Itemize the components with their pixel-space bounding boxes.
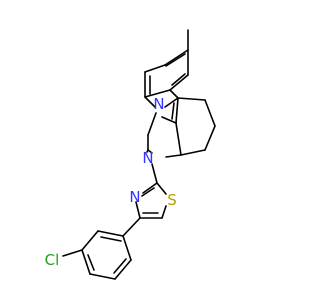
- bond: [165, 154, 182, 158]
- bond: [164, 49, 189, 66]
- bond: [175, 122, 182, 156]
- atom-label-n-indole: N: [153, 95, 164, 113]
- bond: [62, 249, 83, 257]
- bond: [164, 97, 179, 108]
- bond: [122, 217, 141, 237]
- bond-double-inner: [171, 73, 186, 86]
- bond: [135, 201, 141, 219]
- bond: [142, 182, 158, 194]
- bond: [180, 149, 206, 156]
- bond: [144, 89, 171, 98]
- structure-canvas: N N S N Cl: [45, 29, 216, 280]
- bond-double-inner: [87, 254, 95, 271]
- bond: [81, 230, 99, 251]
- bond: [156, 182, 167, 195]
- bond: [89, 273, 116, 280]
- bond: [81, 249, 91, 275]
- bond: [144, 64, 166, 73]
- bonds: [62, 29, 216, 280]
- atom-labels: N N S N Cl: [45, 95, 177, 269]
- bond: [147, 112, 157, 136]
- molecule-structure: N N S N Cl: [45, 29, 216, 280]
- bond: [147, 149, 153, 154]
- bond: [161, 205, 167, 219]
- bond: [144, 96, 156, 108]
- bond-double-inner: [100, 236, 122, 242]
- bond-double-inner: [141, 187, 155, 197]
- bond: [177, 97, 206, 101]
- atom-label-n-thiazole: N: [129, 188, 140, 206]
- atom-label-s-thiazole: S: [167, 191, 177, 209]
- atom-label-chlorine: Cl: [45, 251, 60, 269]
- bond-double-inner: [165, 53, 186, 67]
- bond: [161, 116, 177, 124]
- bond: [169, 89, 179, 99]
- bond: [175, 97, 179, 124]
- bond: [122, 235, 132, 261]
- bond: [169, 74, 189, 91]
- bond: [151, 163, 158, 184]
- bond-double-inner: [171, 102, 175, 120]
- bond: [204, 125, 216, 151]
- bond: [204, 99, 216, 127]
- atom-label-n-amine: N: [142, 149, 153, 167]
- bond: [114, 259, 132, 280]
- bond: [97, 230, 124, 237]
- bond-double-inner: [113, 258, 127, 274]
